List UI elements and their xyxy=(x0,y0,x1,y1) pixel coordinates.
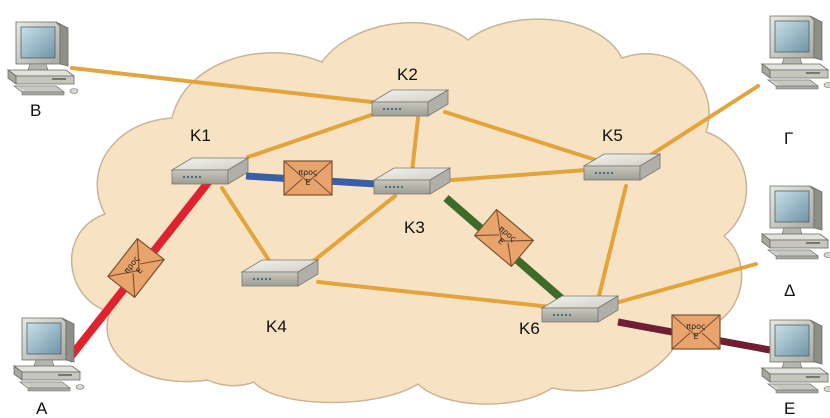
label-host-gamma: Γ xyxy=(784,129,793,148)
link-k5-gamma xyxy=(644,84,760,160)
computer-b[interactable] xyxy=(7,21,79,96)
label-k2: K2 xyxy=(397,65,418,84)
envelope-label-line2: E xyxy=(693,332,698,341)
label-k4: K4 xyxy=(266,317,287,336)
link-k1-k2 xyxy=(246,110,382,159)
envelope-k3-k6: προς E xyxy=(474,208,534,268)
envelope-k6-e: προς E xyxy=(671,314,721,350)
link-k6-delta xyxy=(610,262,758,306)
label-k1: K1 xyxy=(190,126,211,145)
envelope-k1-k3: προς E xyxy=(283,160,333,196)
label-host-a: A xyxy=(36,399,48,418)
label-k3: K3 xyxy=(404,218,425,237)
link-b-k2 xyxy=(70,66,374,104)
link-k1-k4 xyxy=(220,186,272,264)
link-k3-k4 xyxy=(304,194,397,269)
label-host-b: B xyxy=(30,101,41,120)
link-k3-k5 xyxy=(450,168,588,182)
envelope-a-k1: προς E xyxy=(107,238,165,298)
computer-delta[interactable] xyxy=(761,185,830,260)
label-k6: K6 xyxy=(519,319,540,338)
envelope-label-line2: E xyxy=(496,236,506,246)
envelope-label-line1: προς xyxy=(298,168,317,177)
label-host-delta: Δ xyxy=(784,281,795,300)
link-k4-k6 xyxy=(316,280,562,310)
label-host-e: E xyxy=(784,399,795,418)
link-k2-k5 xyxy=(443,110,598,162)
network-links xyxy=(70,66,760,310)
link-k5-k6 xyxy=(596,184,628,302)
computer-a[interactable] xyxy=(13,317,85,392)
computer-e[interactable] xyxy=(761,319,830,394)
link-k2-k3 xyxy=(410,116,420,174)
computer-gamma[interactable] xyxy=(761,15,830,90)
envelope-label-line2: E xyxy=(305,178,310,187)
envelope-label-line1: προς xyxy=(686,322,705,331)
envelope-label-line2: E xyxy=(134,266,144,276)
label-k5: K5 xyxy=(602,126,623,145)
